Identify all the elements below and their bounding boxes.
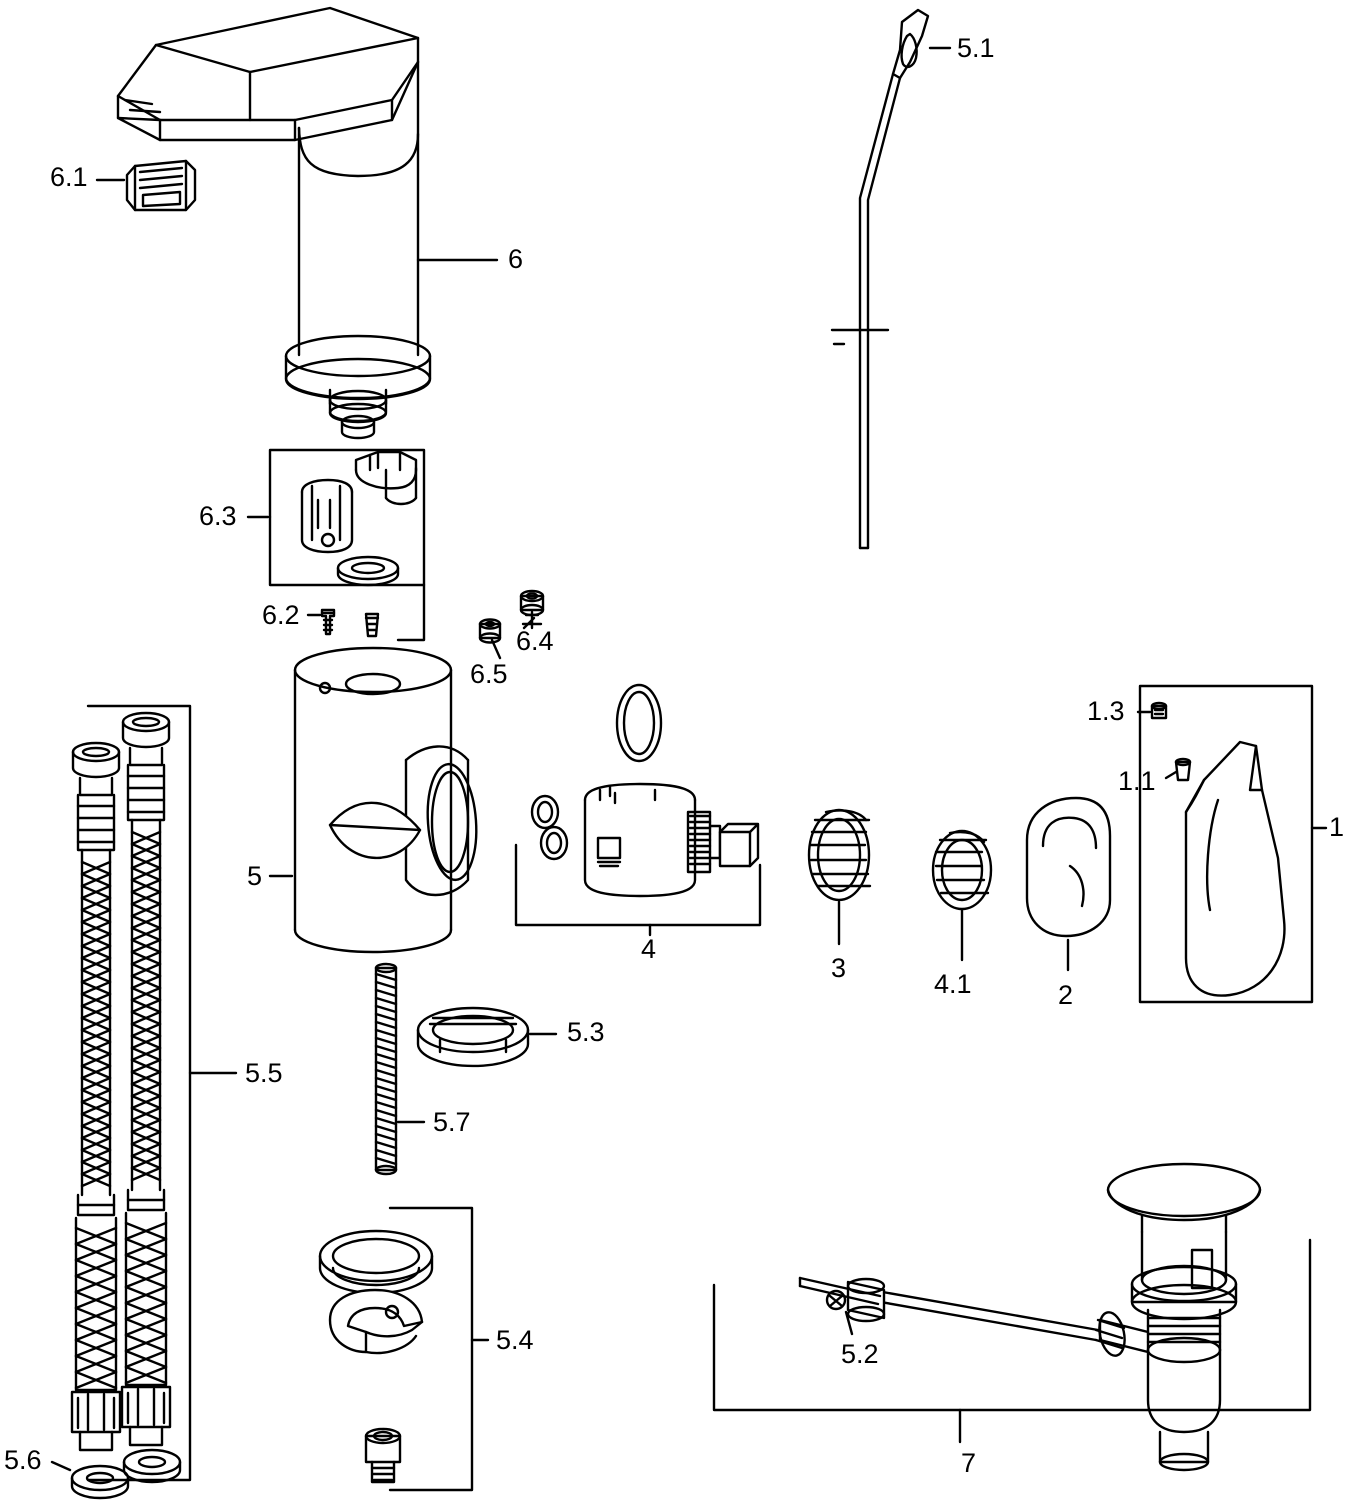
label-6: 6 — [508, 244, 524, 274]
part-5.4-group — [318, 1206, 474, 1492]
leader-5.2 — [844, 1310, 854, 1336]
label-5.6: 5.6 — [4, 1445, 42, 1475]
leader-5.6 — [50, 1460, 72, 1472]
part-6.4-fitting — [519, 589, 545, 624]
part-2-cap — [1025, 796, 1112, 938]
part-1.3-screw — [1150, 701, 1168, 720]
label-3: 3 — [831, 953, 847, 983]
part-1.1-plug — [1174, 757, 1192, 782]
label-5.5: 5.5 — [245, 1058, 283, 1088]
part-6.5-fitting — [478, 618, 502, 644]
label-7: 7 — [961, 1448, 977, 1478]
label-5.3: 5.3 — [567, 1017, 605, 1047]
part-4.1-nut — [931, 829, 993, 911]
part-5.7-threaded-rod — [374, 962, 398, 1176]
part-6.3-fixing-kit — [268, 448, 426, 587]
leader-6.5 — [490, 638, 502, 660]
label-5.4: 5.4 — [496, 1325, 534, 1355]
label-1.1: 1.1 — [1118, 766, 1156, 796]
label-5.1: 5.1 — [957, 33, 995, 63]
leader-6-box — [396, 583, 426, 642]
label-5: 5 — [247, 861, 263, 891]
bracket-4 — [514, 843, 762, 927]
label-6.2: 6.2 — [262, 600, 300, 630]
part-5.5-hoses — [70, 711, 172, 1452]
label-6.5: 6.5 — [470, 659, 508, 689]
label-6.3: 6.3 — [199, 501, 237, 531]
part-6-spout — [116, 6, 432, 440]
label-4.1: 4.1 — [934, 969, 972, 999]
label-6.1: 6.1 — [50, 162, 88, 192]
label-6.4: 6.4 — [516, 626, 554, 656]
leader-1.1 — [1164, 770, 1178, 780]
label-5.7: 5.7 — [433, 1107, 471, 1137]
part-5.6-washers — [70, 1448, 182, 1500]
part-5-body — [293, 646, 478, 954]
part-1-lever-handle — [1138, 684, 1314, 1004]
leader-6.4 — [522, 616, 536, 630]
label-2: 2 — [1058, 980, 1074, 1010]
part-6.1-aerator — [125, 159, 197, 212]
label-1: 1 — [1329, 812, 1345, 842]
part-4-cartridge — [530, 683, 760, 898]
part-7-pop-up-waste — [798, 1162, 1262, 1472]
part-6.2-screws — [320, 608, 380, 638]
part-5.1-pull-rod — [830, 8, 930, 550]
bracket-7 — [712, 1238, 1312, 1412]
part-3-ring — [807, 808, 872, 902]
part-5.3-ring-nut — [416, 1006, 530, 1068]
label-1.3: 1.3 — [1087, 696, 1125, 726]
label-5.2: 5.2 — [841, 1339, 879, 1369]
label-4: 4 — [641, 934, 657, 964]
